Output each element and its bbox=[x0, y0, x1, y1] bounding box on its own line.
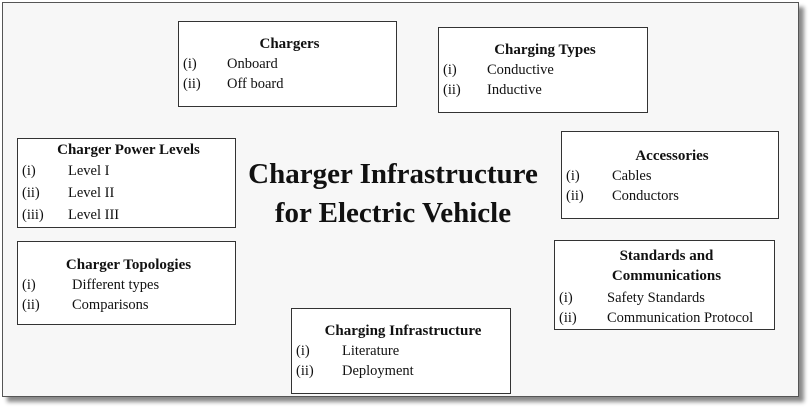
chargers-box: Chargers (i) Onboard (ii) Off board bbox=[178, 21, 397, 107]
power-levels-item-2: (ii) Level II bbox=[22, 182, 235, 204]
accessories-item-1: (i) Cables bbox=[566, 166, 778, 186]
infrastructure-item-2: (ii) Deployment bbox=[296, 361, 510, 381]
item-text: Safety Standards bbox=[607, 290, 705, 306]
item-number: (ii) bbox=[296, 363, 314, 379]
item-text: Conductive bbox=[487, 62, 554, 78]
item-text: Cables bbox=[612, 168, 652, 184]
item-text: Comparisons bbox=[72, 297, 149, 313]
standards-communications-box-title: Standards and Communications bbox=[559, 246, 774, 286]
charger-power-levels-box-title: Charger Power Levels bbox=[57, 142, 200, 158]
central-title-line-2: for Electric Vehicle bbox=[274, 197, 512, 229]
standards-item-2: (ii) Communication Protocol bbox=[559, 308, 774, 328]
chargers-item-1: (i) Onboard bbox=[183, 54, 396, 74]
item-text: Inductive bbox=[487, 82, 542, 98]
item-text: Level I bbox=[68, 163, 110, 179]
central-title-line-1: Charger Infrastructure bbox=[248, 158, 538, 190]
charging-types-box: Charging Types (i) Conductive (ii) Induc… bbox=[438, 27, 648, 113]
item-number: (ii) bbox=[183, 76, 201, 92]
item-number: (iii) bbox=[22, 207, 44, 223]
item-number: (i) bbox=[22, 277, 36, 293]
item-number: (ii) bbox=[22, 185, 40, 201]
item-number: (i) bbox=[183, 56, 197, 72]
item-number: (i) bbox=[559, 290, 573, 306]
item-text: Conductors bbox=[612, 188, 679, 204]
item-number: (ii) bbox=[443, 82, 461, 98]
item-text: Communication Protocol bbox=[607, 310, 754, 326]
charging-infrastructure-box-title: Charging Infrastructure bbox=[324, 323, 482, 339]
item-number: (i) bbox=[22, 163, 36, 179]
chargers-box-title: Chargers bbox=[259, 36, 320, 52]
chargers-item-2: (ii) Off board bbox=[183, 74, 396, 94]
charger-topologies-box-title: Charger Topologies bbox=[65, 257, 192, 273]
item-text: Different types bbox=[72, 277, 160, 293]
item-text: Level III bbox=[68, 207, 120, 223]
item-text: Off board bbox=[227, 76, 284, 92]
accessories-box: Accessories (i) Cables (ii) Conductors bbox=[561, 131, 779, 219]
infrastructure-item-1: (i) Literature bbox=[296, 341, 510, 361]
topologies-item-2: (ii) Comparisons bbox=[22, 295, 235, 315]
accessories-box-title: Accessories bbox=[635, 148, 709, 164]
item-number: (ii) bbox=[22, 297, 40, 313]
item-text: Literature bbox=[342, 343, 400, 359]
standards-item-1: (i) Safety Standards bbox=[559, 288, 774, 308]
item-number: (i) bbox=[443, 62, 457, 78]
item-number: (ii) bbox=[566, 188, 584, 204]
item-text: Onboard bbox=[227, 56, 278, 72]
accessories-item-2: (ii) Conductors bbox=[566, 186, 778, 206]
item-number: (ii) bbox=[559, 310, 577, 326]
charger-topologies-box: Charger Topologies (i) Different types (… bbox=[17, 241, 236, 325]
central-title: Charger Infrastructure for Electric Vehi… bbox=[233, 155, 553, 233]
item-number: (i) bbox=[296, 343, 310, 359]
item-text: Deployment bbox=[342, 363, 414, 379]
power-levels-item-1: (i) Level I bbox=[22, 160, 235, 182]
power-levels-item-3: (iii) Level III bbox=[22, 204, 235, 226]
charging-types-item-1: (i) Conductive bbox=[443, 60, 647, 80]
topologies-item-1: (i) Different types bbox=[22, 275, 235, 295]
item-number: (i) bbox=[566, 168, 580, 184]
charging-infrastructure-box: Charging Infrastructure (i) Literature (… bbox=[291, 308, 511, 394]
charging-types-item-2: (ii) Inductive bbox=[443, 80, 647, 100]
standards-title-line-2: Communications bbox=[611, 268, 722, 284]
charging-types-box-title: Charging Types bbox=[494, 42, 596, 58]
item-text: Level II bbox=[68, 185, 115, 201]
diagram-canvas: Charger Infrastructure for Electric Vehi… bbox=[2, 2, 799, 397]
standards-title-line-1: Standards and bbox=[619, 248, 714, 264]
standards-communications-box: Standards and Communications (i) Safety … bbox=[554, 240, 775, 330]
charger-power-levels-box: Charger Power Levels (i) Level I (ii) Le… bbox=[17, 138, 236, 228]
